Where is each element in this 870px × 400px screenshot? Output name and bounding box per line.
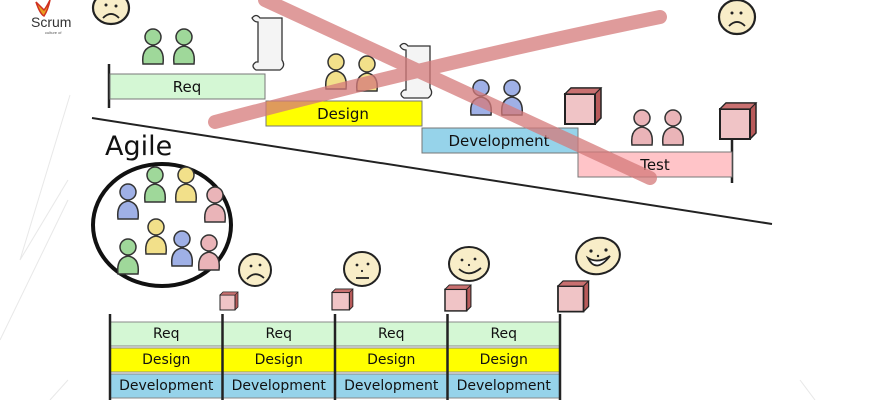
neutral-face-icon xyxy=(343,251,381,287)
sad-face-icon xyxy=(238,253,272,287)
iteration-cell xyxy=(109,347,223,373)
logo-flame-icon xyxy=(35,0,51,17)
team-member-icon xyxy=(144,218,168,255)
iteration-cell-label: Development xyxy=(119,378,214,394)
product-box-icon xyxy=(564,87,602,125)
cross-functional-team xyxy=(91,162,233,288)
iteration-cell-label: Design xyxy=(142,352,190,368)
iteration-cell xyxy=(447,347,561,373)
iteration-cell xyxy=(109,373,223,399)
scrum-logo: Scrum culture of xyxy=(31,0,71,35)
logo-tagline: culture of xyxy=(45,30,62,35)
increment-box-icon xyxy=(219,291,239,311)
increment-box-icon xyxy=(331,288,354,311)
increment-box-icon xyxy=(444,284,472,312)
agile-title: Agile xyxy=(105,131,172,162)
smile-face-icon xyxy=(448,246,490,282)
iteration-cell xyxy=(222,373,336,399)
iteration-cell-label: Req xyxy=(153,326,180,342)
sad-face-icon xyxy=(91,0,131,26)
waterfall-section: Req Design Development Test xyxy=(91,0,757,185)
team-member-icon xyxy=(197,234,221,271)
crossed-out-mark xyxy=(208,0,667,185)
iteration-cell-label: Development xyxy=(232,378,327,394)
final-product-box-icon xyxy=(719,102,757,140)
increment-box-icon xyxy=(557,280,590,313)
phase-label: Req xyxy=(173,78,202,96)
iteration-grid: ReqDesignDevelopmentReqDesignDevelopment… xyxy=(108,314,562,400)
iteration-cell xyxy=(334,321,448,347)
logo-name: Scrum xyxy=(31,14,71,30)
iteration-cell-label: Req xyxy=(378,326,405,342)
team-member-icon xyxy=(116,238,140,275)
agile-section: Agile ReqDesignDevelopmentReqDesignDevel… xyxy=(91,131,621,400)
iteration-cell-label: Design xyxy=(255,352,303,368)
team-member-icon xyxy=(116,183,140,220)
iteration-cell-label: Design xyxy=(367,352,415,368)
section-divider xyxy=(91,117,773,225)
team-member-icon xyxy=(174,166,198,203)
big-smile-face-icon xyxy=(575,236,621,276)
phase-label: Development xyxy=(449,132,550,150)
test-team-icon xyxy=(630,109,685,146)
sad-face-icon xyxy=(717,0,757,36)
requirements-document-icon xyxy=(251,14,285,71)
req-team-icon xyxy=(141,28,196,65)
team-member-icon xyxy=(143,166,167,203)
phase-label: Design xyxy=(317,105,369,123)
iteration-cell-label: Req xyxy=(265,326,292,342)
team-member-icon xyxy=(203,186,227,223)
iteration-cell xyxy=(222,347,336,373)
iteration-cell-label: Development xyxy=(457,378,552,394)
iteration-cell-label: Req xyxy=(490,326,517,342)
iteration-cell-label: Development xyxy=(344,378,439,394)
team-member-icon xyxy=(170,230,194,267)
waterfall-phase-req: Req xyxy=(109,73,266,100)
iteration-cell-label: Design xyxy=(480,352,528,368)
iteration-cell xyxy=(447,373,561,399)
background-decoration xyxy=(0,94,816,400)
